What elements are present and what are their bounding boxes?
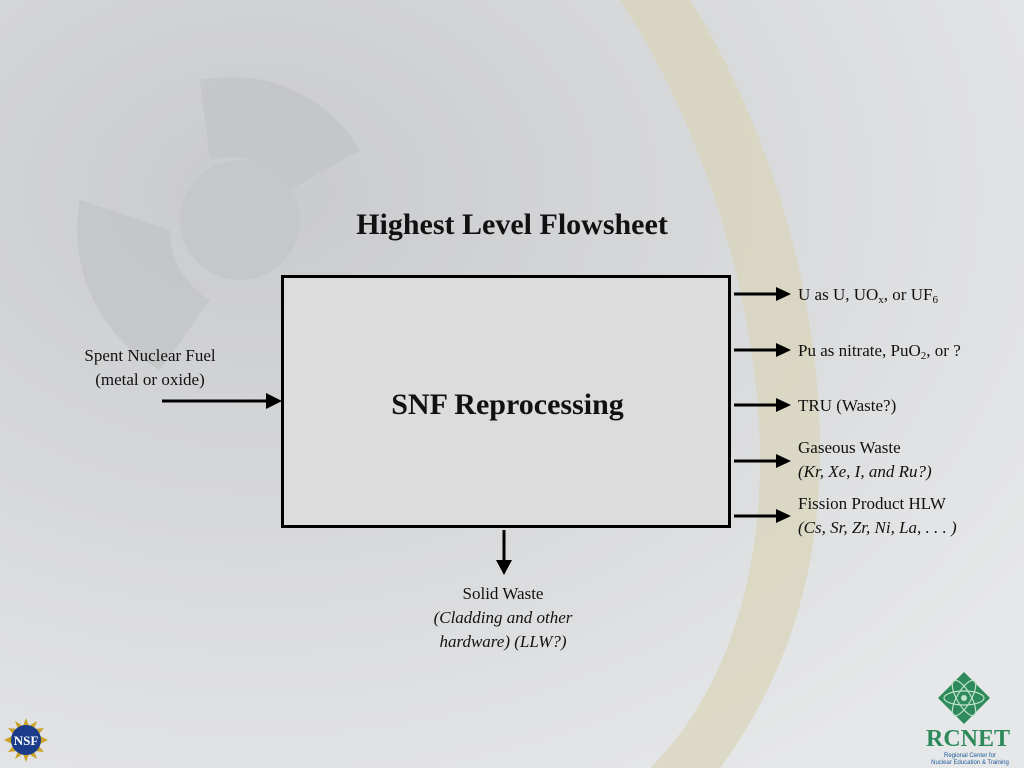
rcnet-logo-icon: RCNET Regional Center for Nuclear Educat… bbox=[926, 672, 1010, 766]
solid-waste-label: Solid Waste (Cladding and other hardware… bbox=[393, 582, 613, 654]
diagram-title: Highest Level Flowsheet bbox=[356, 208, 668, 241]
input-label-line1: Spent Nuclear Fuel bbox=[84, 346, 216, 365]
output-label-uranium: U as U, UOx, or UF6 bbox=[798, 283, 938, 307]
output-subscript: 6 bbox=[932, 294, 938, 306]
output-text: , or ? bbox=[926, 341, 961, 360]
nsf-logo-text: NSF bbox=[14, 733, 39, 748]
nsf-logo-icon: NSF bbox=[4, 718, 48, 762]
output-subscript: 2 bbox=[920, 350, 927, 362]
input-arrowhead bbox=[266, 393, 282, 409]
output-text: , or UF bbox=[883, 285, 933, 304]
rcnet-subtitle-2: Nuclear Education & Training bbox=[931, 760, 1009, 766]
process-box-label: SNF Reprocessing bbox=[391, 388, 624, 421]
output-label-fission-line2: (Cs, Sr, Zr, Ni, La, . . . ) bbox=[798, 518, 957, 537]
process-box bbox=[281, 275, 731, 528]
output-label-gaseous: Gaseous Waste (Kr, Xe, I, and Ru?) bbox=[798, 436, 932, 484]
output-label-fission-line1: Fission Product HLW bbox=[798, 494, 946, 513]
output-text: Pu as nitrate, PuO bbox=[798, 341, 921, 360]
output-label-tru: TRU (Waste?) bbox=[798, 396, 897, 415]
solid-waste-line1: Solid Waste bbox=[462, 584, 544, 603]
output-label-gaseous-line1: Gaseous Waste bbox=[798, 438, 901, 457]
rcnet-logo-text: RCNET bbox=[926, 726, 1010, 752]
solid-waste-line3: hardware) (LLW?) bbox=[439, 632, 567, 651]
output-label-gaseous-line2: (Kr, Xe, I, and Ru?) bbox=[798, 462, 932, 481]
input-label: Spent Nuclear Fuel (metal or oxide) bbox=[40, 344, 260, 392]
rcnet-subtitle-1: Regional Center for bbox=[944, 753, 996, 759]
output-label-fission: Fission Product HLW (Cs, Sr, Zr, Ni, La,… bbox=[798, 492, 957, 540]
output-text: U as U, UO bbox=[798, 285, 879, 304]
solid-waste-line2: (Cladding and other bbox=[433, 608, 573, 627]
output-label-plutonium: Pu as nitrate, PuO2, or ? bbox=[798, 339, 961, 363]
output-subscript: x bbox=[878, 294, 884, 306]
input-label-line2: (metal or oxide) bbox=[95, 370, 205, 389]
